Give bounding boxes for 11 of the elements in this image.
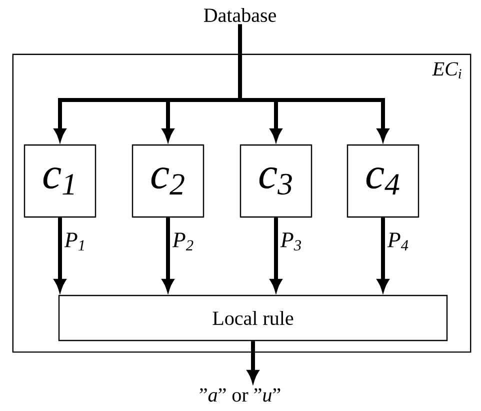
edge-label: P$_{2}$ (172, 232, 194, 250)
text-label: Database (204, 8, 276, 22)
process-box: Local rule (58, 294, 448, 342)
process-box: c$_{1}$ (24, 144, 96, 218)
process-box: c$_{2}$ (132, 144, 204, 218)
process-box: c$_{3}$ (240, 144, 312, 218)
text-label: ”a” or ”u” (200, 388, 280, 402)
edge-label: P$_{4}$ (387, 232, 408, 250)
edge-label: P$_{1}$ (64, 232, 84, 250)
process-box: c$_{4}$ (346, 144, 420, 218)
edge-label: P$_{3}$ (280, 232, 301, 251)
